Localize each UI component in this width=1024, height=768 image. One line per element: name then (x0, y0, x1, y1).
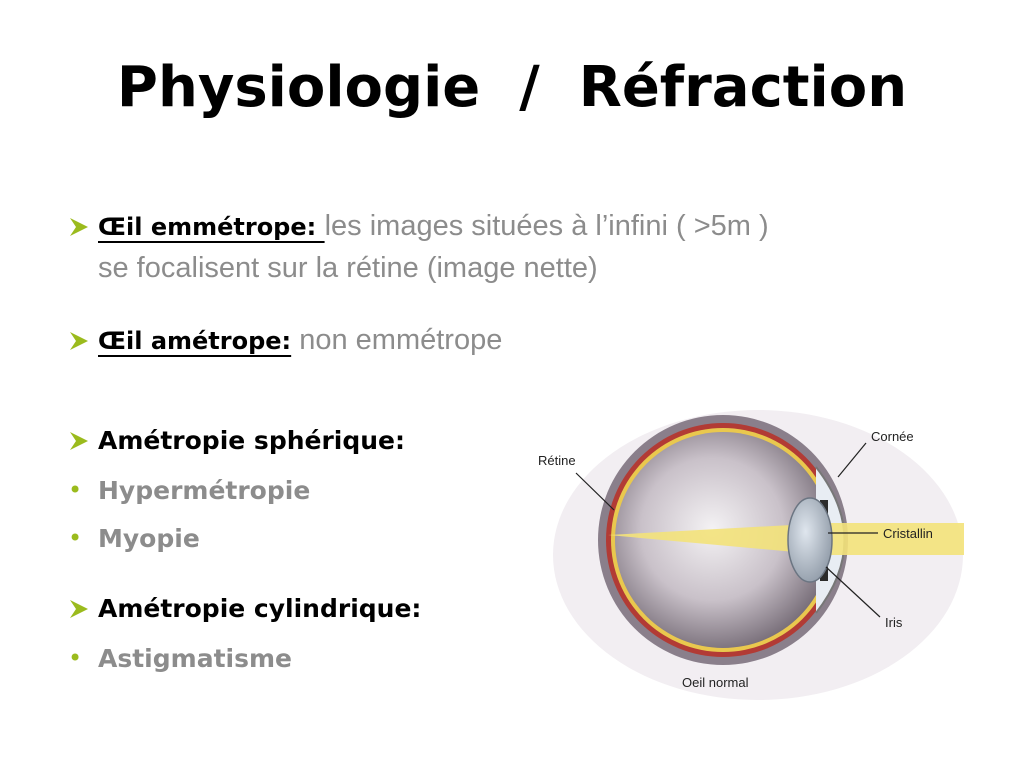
label-cornee: Cornée (871, 429, 914, 444)
lens (787, 497, 833, 583)
arrow-bullet-icon (70, 600, 88, 618)
sub-item-label: Myopie (98, 524, 200, 553)
dot-bullet-icon: • (68, 524, 83, 552)
term-emmetrope: Œil emmétrope: (98, 213, 325, 241)
desc-emmetrope-line1: les images situées à l’infini ( >5m ) (324, 210, 769, 242)
eye-diagram: Rétine Cornée Cristallin Iris Oeil norma… (538, 410, 964, 700)
figure-caption: Oeil normal (682, 675, 749, 690)
arrow-bullet-icon (70, 218, 88, 236)
slide-title: Physiologie / Réfraction (116, 55, 908, 120)
arrow-bullet-icon (70, 432, 88, 450)
label-iris: Iris (885, 615, 903, 630)
desc-ametrope: non emmétrope (291, 324, 503, 356)
light-rays (608, 523, 964, 555)
dot-bullet-icon: • (68, 476, 83, 504)
dot-bullet-icon: • (68, 644, 83, 672)
desc-emmetrope-line2: se focalisent sur la rétine (image nette… (98, 252, 598, 284)
heading-ametropie-cylindrique: Amétropie cylindrique: (98, 594, 422, 623)
arrow-bullet-icon (70, 332, 88, 350)
label-cristallin: Cristallin (883, 526, 933, 541)
sub-item-label: Hypermétropie (98, 476, 311, 505)
sub-item-label: Astigmatisme (98, 644, 292, 673)
heading-ametropie-spherique: Amétropie sphérique: (98, 426, 406, 455)
term-ametrope: Œil amétrope: (98, 327, 292, 355)
label-retine: Rétine (538, 453, 576, 468)
